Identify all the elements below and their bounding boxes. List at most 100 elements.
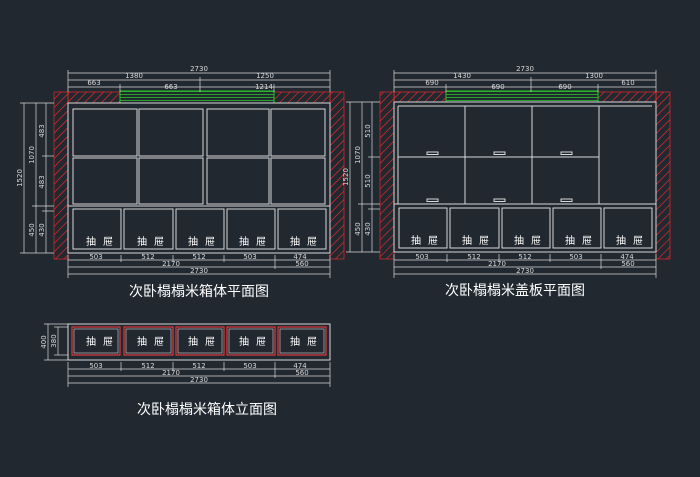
compartment xyxy=(138,108,204,157)
dim-bottom-right: 560 xyxy=(621,260,634,268)
drawer xyxy=(398,207,448,249)
dim-bottom-seg: 474 xyxy=(620,253,634,261)
dim-top-total: 2730 xyxy=(516,65,534,73)
compartment xyxy=(206,108,270,157)
dim-bottom-seg: 503 xyxy=(415,253,428,261)
drawer-label: 抽 xyxy=(137,335,147,348)
dim-left-outer: 400 xyxy=(40,335,48,348)
dim-top-seg: 610 xyxy=(621,79,634,87)
drawer-label: 屉 xyxy=(154,236,164,248)
drawer-label: 屉 xyxy=(307,236,317,248)
dim-top-left-half: 1380 xyxy=(125,72,143,80)
drawer-label: 抽 xyxy=(86,335,96,348)
window-green xyxy=(445,90,599,103)
compartment xyxy=(206,157,270,205)
dim-bottom-seg: 512 xyxy=(141,253,154,261)
drawer xyxy=(603,207,653,249)
drawer-front xyxy=(123,326,174,356)
wall-hatch-left xyxy=(53,91,69,260)
dim-left-lower-inner: 430 xyxy=(364,222,372,235)
dim-top-seg: 690 xyxy=(425,79,438,87)
drawer-label: 屉 xyxy=(582,235,592,247)
dim-left-total: 1520 xyxy=(342,168,350,186)
drawer-front xyxy=(71,326,121,356)
wall-hatch-top-left xyxy=(67,91,121,104)
dim-bottom-total: 2730 xyxy=(190,267,208,275)
drawer xyxy=(449,207,500,249)
drawer-label: 屉 xyxy=(256,236,266,248)
box-outline xyxy=(67,102,331,254)
drawer xyxy=(123,208,174,250)
dim-top-inner-left: 663 xyxy=(164,83,177,91)
dim-bottom-seg: 503 xyxy=(89,362,102,370)
drawer-label: 抽 xyxy=(290,335,300,348)
dim-bottom-seg: 474 xyxy=(293,362,307,370)
box-outline xyxy=(393,101,657,253)
wall-hatch-right xyxy=(655,91,671,260)
dim-top-right-half: 1300 xyxy=(585,72,603,80)
dim-left-upper: 1070 xyxy=(28,146,36,164)
drawer-label: 抽 xyxy=(188,335,198,348)
box-outline xyxy=(67,323,331,361)
drawer-label: 抽 xyxy=(188,235,198,248)
drawer-label: 屉 xyxy=(428,235,438,247)
dim-top-left-half: 1430 xyxy=(453,72,471,80)
drawing-1-box-plan: 抽 屉 抽 屉 抽 屉 抽 屉 抽 屉 2730 1380 1250 663 xyxy=(16,65,345,300)
compartment xyxy=(72,108,138,157)
dim-left-top-block: 483 xyxy=(38,124,46,137)
drawer-label: 屉 xyxy=(531,235,541,247)
drawer-label: 抽 xyxy=(86,235,96,248)
window-green xyxy=(119,90,275,104)
drawing-2-cover-plan: 抽 屉 抽 屉 抽 屉 抽 屉 抽 屉 2730 1430 1300 690 xyxy=(342,65,671,299)
drawer xyxy=(552,207,602,249)
dim-bottom-seg: 512 xyxy=(518,253,531,261)
compartment xyxy=(270,157,326,205)
dim-left-top-block: 510 xyxy=(364,124,372,137)
dim-bottom-seg: 503 xyxy=(243,362,256,370)
drawer-label: 屉 xyxy=(154,336,164,348)
drawer-label: 屉 xyxy=(103,236,113,248)
drawer-label: 屉 xyxy=(205,336,215,348)
dim-top-seg: 690 xyxy=(558,83,571,91)
compartment xyxy=(138,157,204,205)
handle xyxy=(426,198,439,202)
wall-hatch-top-left xyxy=(393,91,447,103)
drawer-label: 抽 xyxy=(565,234,575,247)
wall-hatch-top-right xyxy=(597,91,657,103)
handle xyxy=(560,198,573,202)
dim-top-inner-right: 1214 xyxy=(255,83,273,91)
drawer-label: 抽 xyxy=(239,235,249,248)
drawer-label: 屉 xyxy=(256,336,266,348)
drawer-label: 抽 xyxy=(514,234,524,247)
drawer-label: 抽 xyxy=(239,335,249,348)
drawer-label: 屉 xyxy=(205,236,215,248)
dim-bottom-total: 2730 xyxy=(190,376,208,384)
dim-top-seg: 690 xyxy=(491,83,504,91)
handle xyxy=(426,151,439,155)
drawer-label: 抽 xyxy=(616,234,626,247)
dim-left-mid-block: 510 xyxy=(364,174,372,187)
dim-bottom-seg: 503 xyxy=(569,253,582,261)
drawer xyxy=(226,208,276,250)
dim-top-total: 2730 xyxy=(190,65,208,73)
drawer-label: 屉 xyxy=(633,235,643,247)
dim-left-inner: 380 xyxy=(50,334,58,347)
handle xyxy=(493,198,506,202)
wall-hatch-left xyxy=(379,91,395,260)
drawing-3-box-elevation: 抽 屉 抽 屉 抽 屉 抽 屉 抽 屉 400 380 xyxy=(40,323,331,418)
dim-bottom-total: 2730 xyxy=(516,267,534,275)
compartment xyxy=(72,157,138,205)
dim-bottom-subtotal: 2170 xyxy=(162,369,180,377)
dim-bottom-right: 560 xyxy=(295,369,308,377)
compartment xyxy=(270,108,326,157)
drawer-label: 抽 xyxy=(137,235,147,248)
drawer-front xyxy=(277,326,327,356)
drawer-front xyxy=(175,326,225,356)
dim-left-upper: 1070 xyxy=(354,146,362,164)
wall-hatch-top-right xyxy=(273,91,331,104)
drawer-label: 抽 xyxy=(462,234,472,247)
dim-bottom-right: 560 xyxy=(295,260,308,268)
dim-bottom-seg: 503 xyxy=(243,253,256,261)
drawer-label: 屉 xyxy=(479,235,489,247)
